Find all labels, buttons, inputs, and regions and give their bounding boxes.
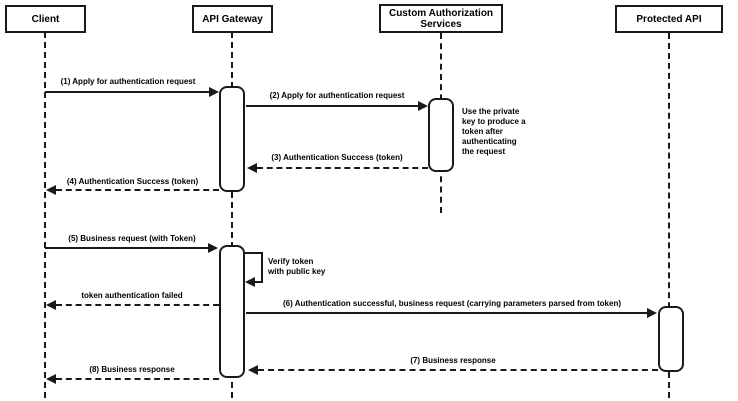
self-message-label: Verify token with public key <box>268 257 326 277</box>
actor-box-client: Client <box>5 5 86 33</box>
message-label-8: (8) Business response <box>89 365 175 374</box>
arrowhead-right-icon <box>209 87 219 97</box>
arrowhead-left-icon <box>245 277 255 287</box>
arrowhead-left-icon <box>46 374 56 384</box>
message-label-6: (6) Authentication successful, business … <box>282 299 622 308</box>
actor-label-client: Client <box>31 13 60 25</box>
self-message-top-segment <box>245 252 263 254</box>
message-label-5: (5) Business request (with Token) <box>68 234 196 243</box>
message-line-5 <box>45 247 209 249</box>
lifeline-api-gateway <box>231 32 233 398</box>
actor-label-api-gateway: API Gateway <box>202 13 263 25</box>
message-line-3 <box>257 167 428 169</box>
message-line-2 <box>246 105 419 107</box>
message-label-7: (7) Business response <box>410 356 496 365</box>
activation-bar-api-gateway-auth <box>219 86 245 192</box>
self-message-right-segment <box>261 252 263 283</box>
message-label-1: (1) Apply for authentication request <box>60 77 196 86</box>
message-line-8 <box>56 378 219 380</box>
message-label-token-failed: token authentication failed <box>81 291 183 300</box>
actor-label-protected-api: Protected API <box>636 13 702 25</box>
arrowhead-left-icon <box>46 300 56 310</box>
message-line-1 <box>45 91 210 93</box>
message-line-6 <box>246 312 648 314</box>
arrowhead-left-icon <box>247 163 257 173</box>
activation-bar-custom-authorization-services <box>428 98 454 172</box>
arrowhead-right-icon <box>418 101 428 111</box>
message-label-4: (4) Authentication Success (token) <box>66 177 199 186</box>
message-line-4 <box>56 189 219 191</box>
arrowhead-left-icon <box>46 185 56 195</box>
arrowhead-right-icon <box>647 308 657 318</box>
message-label-2: (2) Apply for authentication request <box>269 91 405 100</box>
actor-label-custom-authorization-services: Custom Authorization Services <box>388 7 494 30</box>
self-message-bottom-segment <box>255 281 263 283</box>
lifeline-protected-api <box>668 33 670 398</box>
arrowhead-right-icon <box>208 243 218 253</box>
actor-box-custom-authorization-services: Custom Authorization Services <box>379 4 503 33</box>
arrowhead-left-icon <box>248 365 258 375</box>
actor-box-api-gateway: API Gateway <box>192 5 273 33</box>
message-line-token-failed <box>56 304 219 306</box>
activation-bar-api-gateway-business <box>219 245 245 378</box>
activation-bar-protected-api <box>658 306 684 372</box>
message-line-7 <box>258 369 658 371</box>
note-use-private-key: Use the private key to produce a token a… <box>462 107 526 156</box>
actor-box-protected-api: Protected API <box>615 5 723 33</box>
message-label-3: (3) Authentication Success (token) <box>271 153 403 162</box>
lifeline-client <box>44 32 46 398</box>
